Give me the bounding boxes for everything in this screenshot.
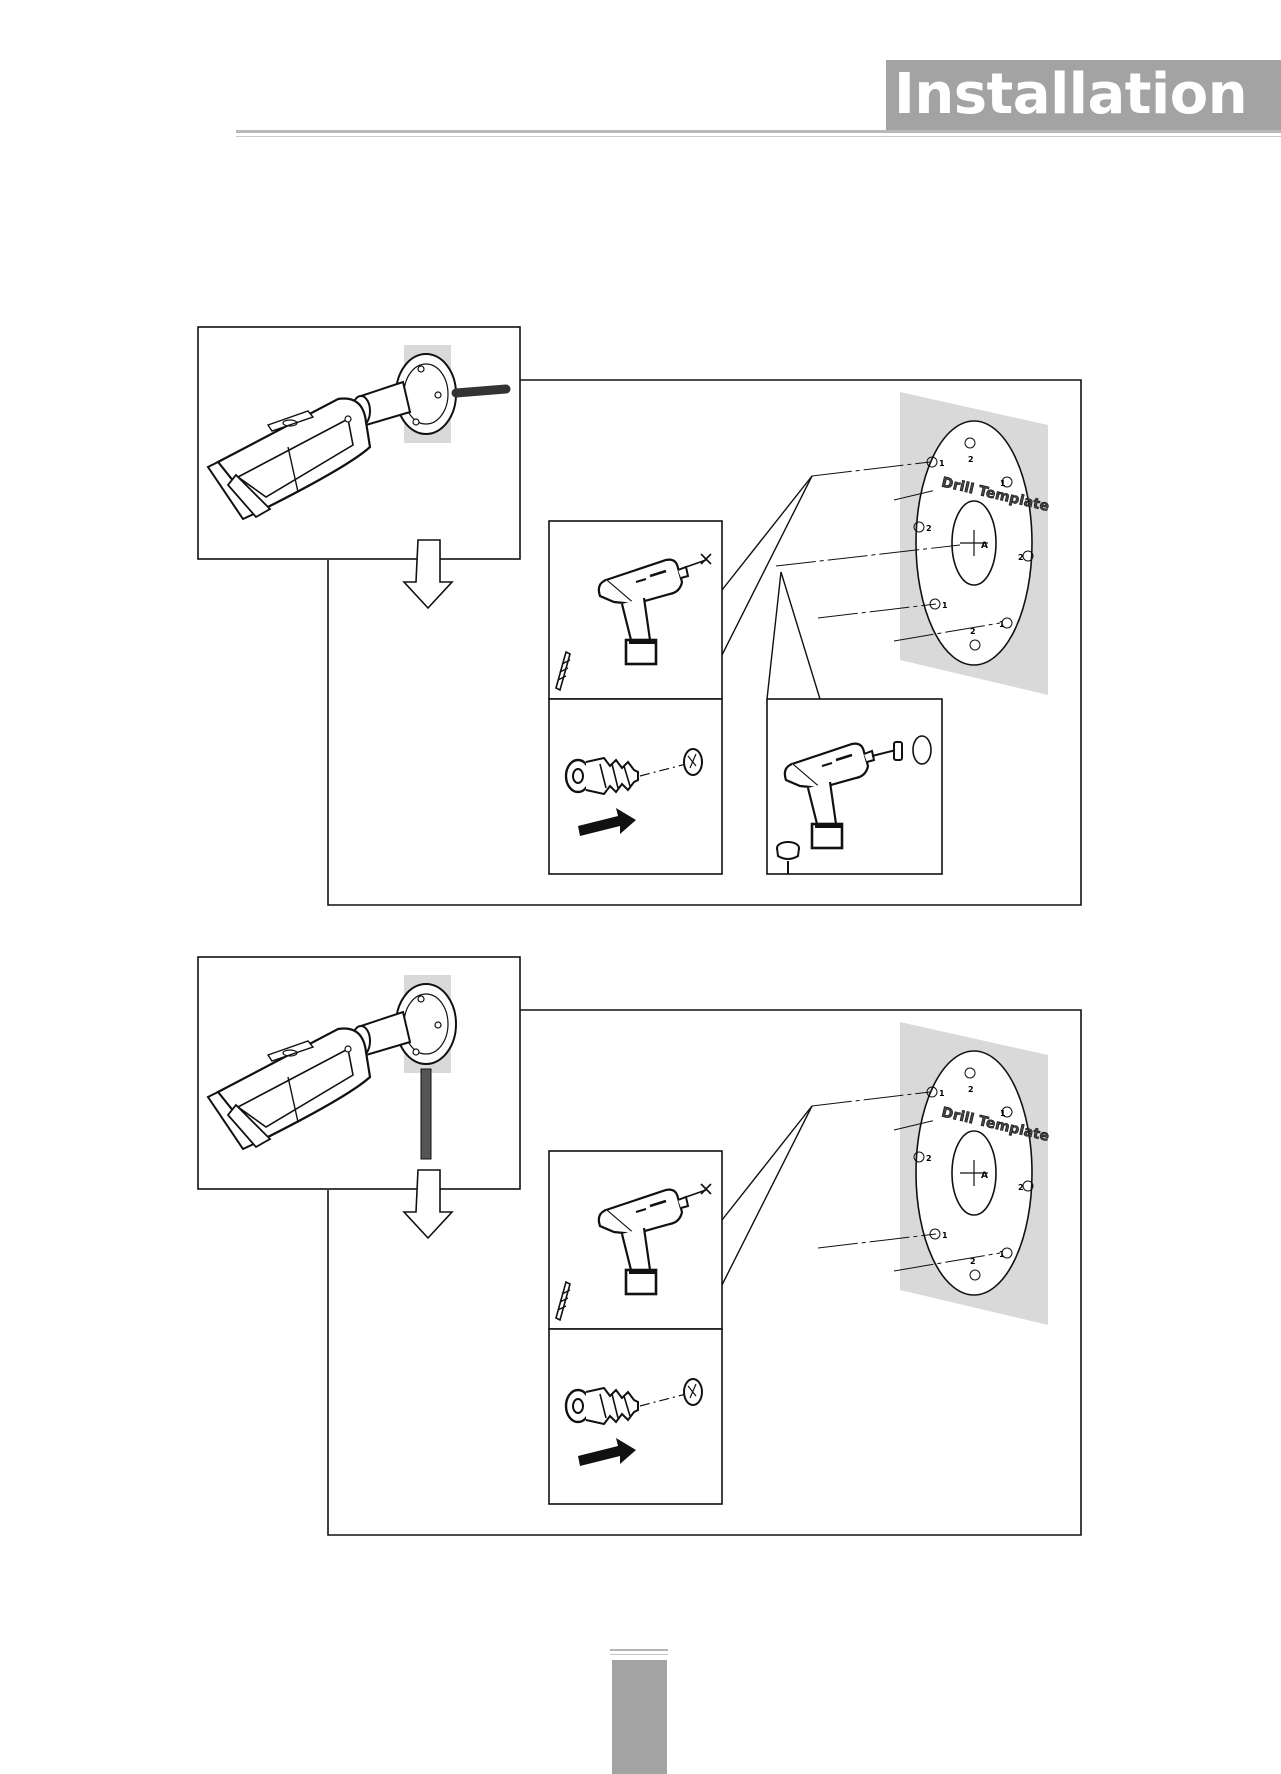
template-center-label: A <box>981 541 988 551</box>
hole-label: 1 <box>999 620 1005 629</box>
hole-label: 2 <box>1018 1183 1024 1192</box>
hole-label: 2 <box>926 524 932 533</box>
hole-label: 1 <box>1000 479 1006 488</box>
hole-label: 2 <box>968 455 974 464</box>
hole-label: 2 <box>1018 553 1024 562</box>
hole-label: 1 <box>999 1250 1005 1259</box>
footer-rule-secondary <box>610 1654 668 1655</box>
hole-label: 1 <box>942 601 948 610</box>
footer-rule <box>610 1649 668 1651</box>
figure-cable-along-wall: A Drill Template 1 2 1 2 2 1 1 2 <box>0 630 1281 1550</box>
drill-template-wall: A Drill Template 1 2 1 2 2 1 1 2 <box>812 1022 1051 1325</box>
hole-label: 1 <box>939 459 945 468</box>
hole-label: 1 <box>942 1231 948 1240</box>
figure-2-illustration: A Drill Template 1 2 1 2 2 1 1 2 <box>0 630 1281 1550</box>
hole-label: 2 <box>926 1154 932 1163</box>
hole-label: 2 <box>968 1085 974 1094</box>
hole-label: 1 <box>939 1089 945 1098</box>
hole-label: 1 <box>1000 1109 1006 1118</box>
page-number-tab <box>612 1660 667 1774</box>
template-center-label: A <box>981 1171 988 1181</box>
